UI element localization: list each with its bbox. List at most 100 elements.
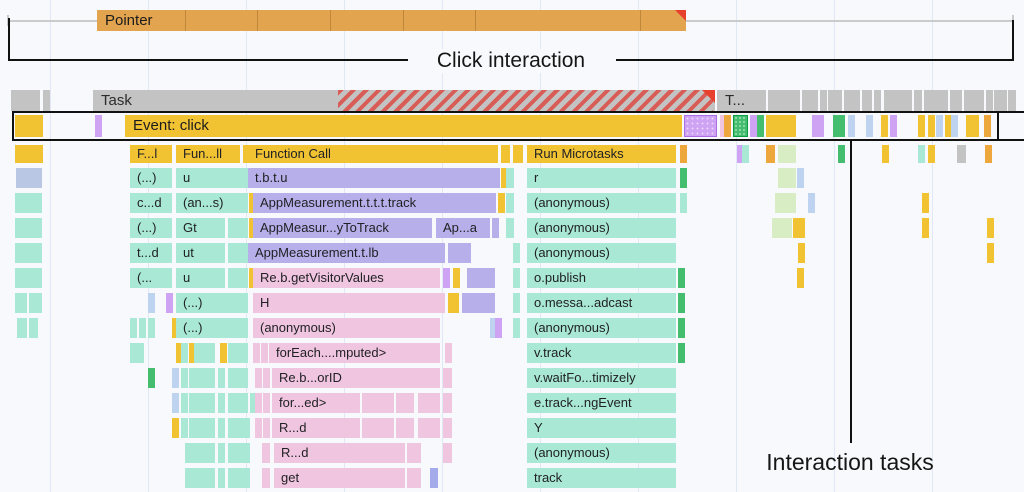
event-fragment-segment[interactable] — [684, 115, 717, 137]
flame-bar-segment[interactable] — [218, 418, 225, 438]
task-fragment-segment[interactable] — [43, 90, 50, 111]
task-fragment-segment[interactable] — [11, 90, 40, 111]
event-fragment-segment[interactable] — [720, 115, 727, 137]
flame-bar-v-waitfo-timizely[interactable]: v.waitFo...timizely — [527, 368, 676, 388]
task-fragment-segment[interactable] — [986, 90, 993, 111]
event-fragment-segment[interactable] — [848, 115, 855, 137]
flame-bar-segment[interactable] — [987, 243, 994, 263]
flame-bar-segment[interactable] — [148, 318, 155, 338]
column-header-segment[interactable] — [737, 145, 744, 163]
flame-bar-segment[interactable] — [513, 293, 520, 313]
event-fragment-segment[interactable] — [966, 115, 973, 137]
flame-bar-segment[interactable] — [228, 368, 248, 388]
flame-bar-segment[interactable] — [15, 218, 42, 238]
flame-bar-segment[interactable] — [255, 418, 262, 438]
flame-bar-segment[interactable] — [249, 193, 256, 213]
flame-bar-segment[interactable] — [189, 418, 196, 438]
flame-bar-segment[interactable] — [463, 243, 471, 263]
column-header-segment[interactable] — [928, 145, 935, 163]
flame-bar-v-track[interactable]: v.track — [527, 343, 676, 363]
flame-bar-get[interactable]: get — [274, 468, 405, 488]
flame-bar-segment[interactable] — [501, 168, 508, 188]
flame-bar-track[interactable]: track — [527, 468, 676, 488]
flame-bar-segment[interactable] — [130, 318, 137, 338]
flame-bar-segment[interactable] — [228, 443, 250, 463]
flame-bar-segment[interactable] — [443, 443, 452, 463]
flame-bar-segment[interactable]: (...) — [176, 293, 248, 313]
event-fragment-segment[interactable] — [881, 115, 888, 137]
flame-bar-segment[interactable]: (... — [130, 268, 172, 288]
flame-bar-segment[interactable] — [249, 218, 256, 238]
flame-bar-r[interactable]: r — [527, 168, 676, 188]
flame-bar-segment[interactable] — [498, 193, 505, 213]
flame-bar-segment[interactable]: (...) — [176, 318, 248, 338]
task-fragment-segment[interactable] — [964, 90, 984, 111]
flame-bar-appmeasurement-t-t-t-track[interactable]: AppMeasurement.t.t.t.track — [253, 193, 496, 213]
flame-bar-r-d[interactable]: R...d — [272, 418, 360, 438]
flame-bar-segment[interactable] — [513, 318, 520, 338]
flame-bar-segment[interactable] — [414, 443, 421, 463]
event-fragment-segment[interactable] — [812, 115, 819, 137]
flame-bar-segment[interactable] — [255, 393, 262, 413]
flame-bar-u[interactable]: u — [176, 168, 248, 188]
flame-bar-t-d[interactable]: t...d — [130, 243, 172, 263]
pointer-track-bar[interactable]: Pointer — [97, 10, 686, 31]
flame-bar-segment[interactable] — [452, 293, 459, 313]
column-header-segment[interactable] — [513, 145, 523, 163]
flame-bar-segment[interactable] — [15, 293, 27, 313]
event-fragment-segment[interactable] — [766, 115, 796, 137]
event-fragment-segment[interactable] — [724, 115, 731, 137]
flame-bar-segment[interactable] — [16, 168, 42, 188]
task-fragment-segment[interactable] — [828, 90, 842, 111]
event-fragment-segment[interactable] — [838, 115, 845, 137]
event-fragment-segment[interactable] — [15, 115, 43, 137]
flame-bar-segment[interactable] — [396, 393, 414, 413]
event-fragment-segment[interactable] — [984, 115, 991, 137]
flame-bar-segment[interactable] — [197, 443, 215, 463]
flame-bar-segment[interactable] — [228, 343, 248, 363]
task-fragment-segment[interactable] — [994, 90, 1001, 111]
flame-bar-segment[interactable] — [798, 218, 805, 238]
flame-bar-anonymous[interactable]: (anonymous) — [527, 218, 676, 238]
flame-bar-foreach-mputed[interactable]: forEach....mputed> — [269, 343, 440, 363]
flame-bar-segment[interactable] — [418, 418, 440, 438]
column-header-segment[interactable] — [838, 145, 845, 163]
flame-bar-segment[interactable] — [255, 368, 262, 388]
task-fragment-segment[interactable] — [1008, 90, 1016, 111]
flame-bar-segment[interactable] — [15, 193, 42, 213]
flame-bar-segment[interactable] — [680, 193, 687, 213]
flame-bar-ap-a[interactable]: Ap...a — [436, 218, 490, 238]
flame-bar-segment[interactable] — [253, 343, 260, 363]
flame-bar-segment[interactable] — [492, 218, 499, 238]
task-fragment-segment[interactable] — [914, 90, 922, 111]
flame-bar-re-b-orid[interactable]: Re.b...orID — [272, 368, 440, 388]
event-fragment-segment[interactable] — [945, 115, 952, 137]
event-fragment-segment[interactable] — [890, 115, 897, 137]
flame-bar-segment[interactable]: (...) — [130, 168, 172, 188]
flame-bar-segment[interactable] — [263, 418, 270, 438]
task-fragment-segment[interactable] — [768, 90, 800, 111]
flame-bar-segment[interactable] — [467, 268, 495, 288]
column-header-segment[interactable] — [882, 145, 889, 163]
flame-bar-ut[interactable]: ut — [176, 243, 225, 263]
flame-bar-for-ed[interactable]: for...ed> — [272, 393, 360, 413]
flame-bar-h[interactable]: H — [253, 293, 445, 313]
flame-bar-segment[interactable] — [191, 443, 198, 463]
flame-bar-segment[interactable] — [443, 393, 452, 413]
flame-bar-segment[interactable] — [263, 393, 270, 413]
flame-bar-segment[interactable] — [172, 418, 179, 438]
flame-bar-segment[interactable] — [453, 243, 460, 263]
flame-bar-segment[interactable] — [172, 318, 179, 338]
column-header-fun-ll[interactable]: Fun...ll — [176, 145, 240, 163]
flame-bar-segment[interactable] — [495, 318, 502, 338]
flame-bar-segment[interactable] — [462, 293, 495, 313]
event-click-bar[interactable]: Event: click — [125, 115, 682, 137]
task-fragment-segment[interactable] — [844, 90, 860, 111]
task-fragment-segment[interactable] — [1000, 90, 1007, 111]
task-fragment-segment[interactable] — [884, 90, 912, 111]
flame-bar-segment[interactable] — [218, 368, 225, 388]
flame-bar-segment[interactable] — [678, 293, 685, 313]
flame-bar-segment[interactable] — [443, 418, 452, 438]
flame-bar-u[interactable]: u — [176, 268, 225, 288]
flame-bar-segment[interactable] — [148, 368, 155, 388]
